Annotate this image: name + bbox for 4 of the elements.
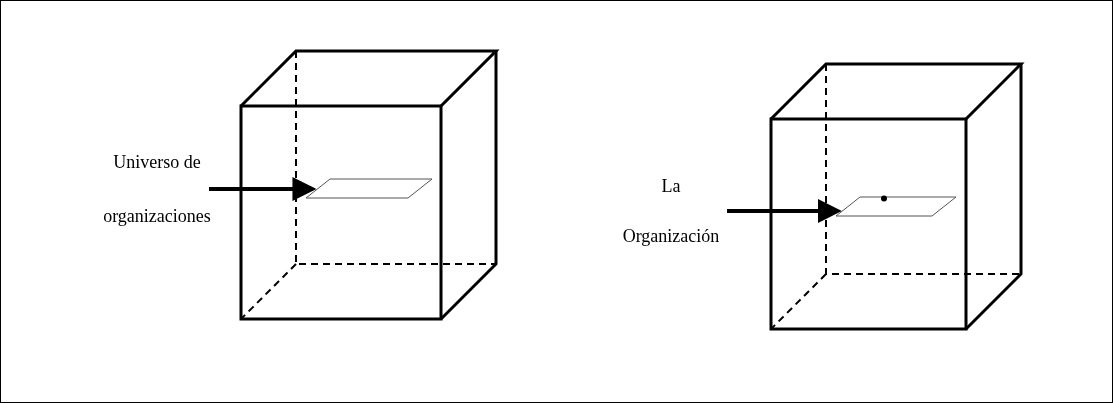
node-label: La Organización (621, 175, 721, 248)
arrow (209, 177, 317, 201)
arrow (727, 199, 842, 223)
node-label: Universo de organizaciones (102, 151, 212, 228)
